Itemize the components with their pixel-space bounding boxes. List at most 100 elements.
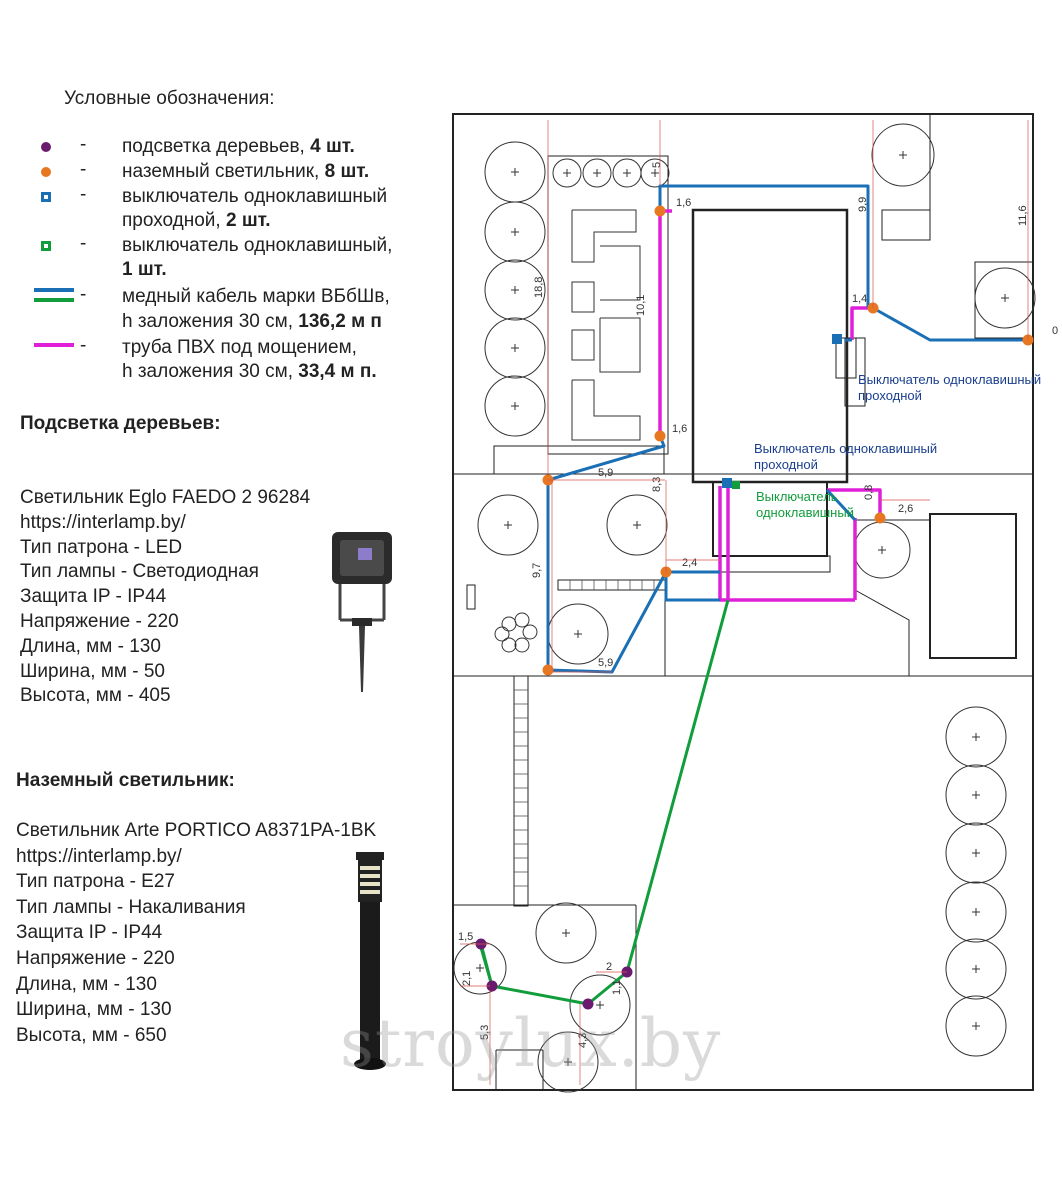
spec-line: Защита IP - IP44: [16, 922, 163, 944]
dimension-label: 2,4: [682, 557, 697, 569]
legend-dash: -: [80, 335, 87, 356]
tree-symbol: [871, 123, 935, 187]
cable-route: [825, 488, 857, 522]
spec-line: Тип лампы - Накаливания: [16, 896, 246, 918]
legend-text: h заложения 30 см,: [122, 361, 299, 382]
orange-dot-icon: [41, 167, 51, 177]
legend-item-pass-switch: выключатель одноклавишный: [122, 186, 388, 207]
cable-route: [658, 184, 870, 308]
dimension-label: 10,1: [635, 295, 647, 316]
ground-light-heading: Наземный светильник:: [16, 770, 235, 791]
legend-count: 33,4 м п.: [298, 361, 377, 382]
spec-line: Длина, мм - 130: [16, 973, 157, 995]
tree-symbol: [640, 158, 670, 188]
cable-route: [872, 306, 1028, 342]
spec-line: Светильник Eglo FAEDO 2 96284: [20, 487, 311, 508]
legend-count: 4 шт.: [310, 136, 355, 157]
legend-dash: -: [80, 233, 87, 254]
tree-symbol: [974, 267, 1036, 329]
pipe-route: [827, 488, 882, 518]
legend-item-pass-switch-2: проходной, 2 шт.: [122, 208, 271, 233]
tree-symbol: [537, 1031, 599, 1093]
legend-text: наземный светильник,: [122, 161, 325, 182]
dimension-label: 9,7: [531, 563, 543, 578]
tree-symbol: [945, 764, 1007, 826]
tree-symbol: [484, 317, 546, 379]
legend-text: проходной,: [122, 210, 226, 231]
tree-symbol: [535, 902, 597, 964]
dimension-label: 5,9: [598, 467, 613, 479]
spec-line: Тип лампы - Светодиодная: [20, 561, 259, 583]
spec-line: https://interlamp.by/: [20, 511, 186, 533]
label-line: Выключатель одноклавишный: [754, 441, 938, 456]
spec-line: https://interlamp.by/: [16, 845, 182, 867]
legend-item-ground-light: наземный светильник, 8 шт.: [122, 159, 369, 184]
legend-count: 1 шт.: [122, 259, 167, 280]
spec-line: Ширина, мм - 130: [16, 999, 172, 1021]
spec-line: Светильник Arte PORTICO A8371PA-1BK: [16, 820, 377, 841]
flower-symbol: [494, 612, 538, 653]
tree-symbol: [945, 881, 1007, 943]
garage: [929, 513, 1017, 659]
dimension-label: 5,3: [479, 1025, 491, 1040]
spec-line: Защита IP - IP44: [20, 586, 167, 608]
legend-item-pipe-2: h заложения 30 см, 33,4 м п.: [122, 359, 377, 384]
legend-count: 8 шт.: [324, 161, 370, 182]
legend-text: подсветка деревьев,: [122, 136, 311, 157]
legend-text: h заложения 30 см,: [122, 311, 299, 332]
spec-line: Ширина, мм - 50: [20, 660, 165, 682]
pipe-line-icon: [34, 343, 74, 347]
legend-item-cable: медный кабель марки ВБбШв,: [122, 286, 390, 307]
tree-light-heading: Подсветка деревьев:: [20, 413, 221, 434]
legend-count: 136,2 м п: [298, 311, 382, 332]
tree-symbol: [582, 158, 612, 188]
dimension-label: 8,3: [651, 477, 663, 492]
dimension-label: 0: [1052, 325, 1058, 337]
dimension-label: 11,6: [1017, 205, 1029, 226]
legend-dash: -: [80, 184, 87, 205]
dimension-label: 18,8: [533, 277, 545, 298]
spec-line: Напряжение - 220: [16, 947, 175, 969]
dimension-label: 0,8: [863, 485, 875, 500]
legend-item-pipe: труба ПВХ под мощением,: [122, 337, 357, 358]
legend-item-cable-2: h заложения 30 см, 136,2 м п: [122, 309, 382, 334]
tree-light-marker: [582, 998, 594, 1010]
blue-square-icon: [41, 192, 51, 202]
pass-switch-marker: [832, 334, 842, 344]
tree-symbol: [477, 494, 539, 556]
dimension-label: 2: [606, 961, 612, 973]
dimension-label: 1,5: [458, 931, 473, 943]
dimension-label: 1,4: [852, 293, 867, 305]
label-line: Выключатель одноклавишный: [858, 372, 1042, 387]
spec-line: Высота, мм - 405: [20, 685, 171, 707]
label-line: Выключатель: [756, 489, 838, 504]
legend-item-single-switch: выключатель одноклавишный,: [122, 235, 393, 256]
pass-switch-marker: [722, 478, 732, 488]
cable-lines-icon: [34, 288, 74, 302]
green-square-icon: [41, 241, 51, 251]
legend-count: 2 шт.: [225, 210, 271, 231]
label-line: проходной: [754, 457, 818, 472]
tree-symbol: [945, 995, 1007, 1057]
single-switch-marker: [732, 481, 740, 489]
ground-light-marker: [542, 664, 554, 676]
spec-line: Тип патрона - LED: [20, 536, 183, 558]
tree-symbol: [484, 259, 546, 321]
label-line: одноклавишный: [756, 505, 854, 520]
dimension-label: 5: [651, 162, 663, 168]
legend-dash: -: [80, 284, 87, 305]
purple-dot-icon: [41, 142, 51, 152]
legend-dash: -: [80, 134, 87, 155]
ground-light-specs: Светильник Arte PORTICO A8371PA-1BK http…: [16, 818, 376, 1048]
tree-light-marker: [486, 980, 498, 992]
ground-light-marker: [654, 430, 666, 442]
pipe-route: [850, 306, 873, 340]
dimension-label: 1,6: [672, 423, 687, 435]
tree-symbol: [945, 938, 1007, 1000]
dimension-label: 1,6: [676, 197, 691, 209]
legend-item-single-switch-2: 1 шт.: [122, 257, 167, 282]
